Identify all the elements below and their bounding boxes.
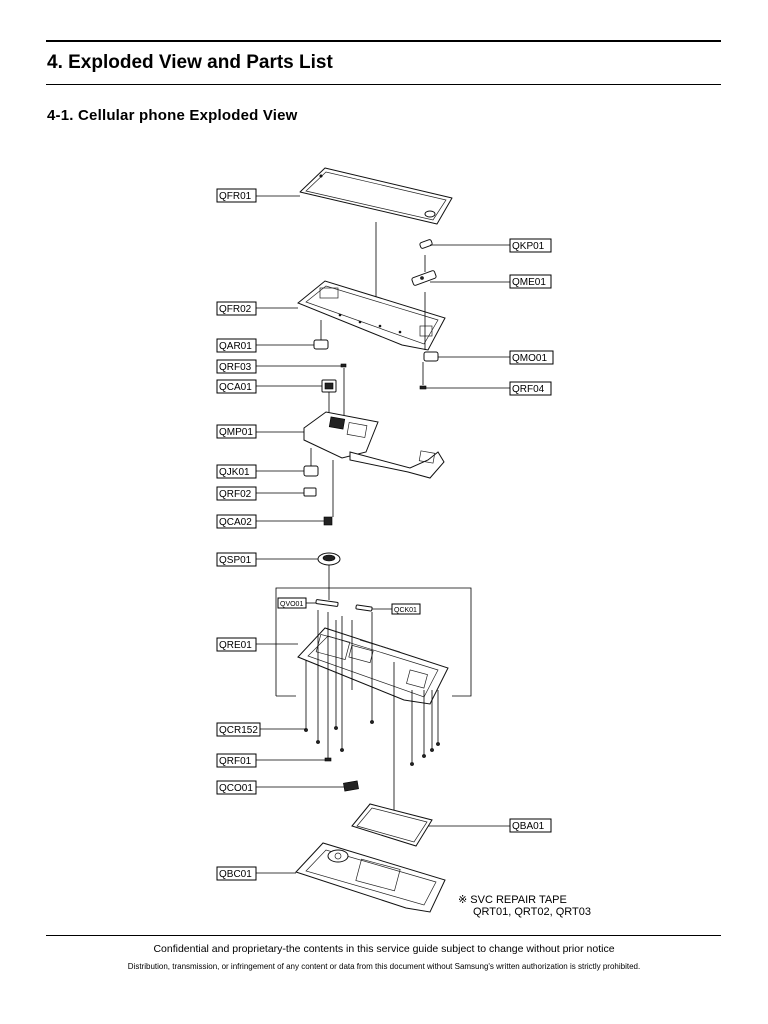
connector-part <box>343 780 359 792</box>
svg-text:QBA01: QBA01 <box>512 821 545 832</box>
rf-clip-3 <box>340 363 347 368</box>
footer-distribution: Distribution, transmission, or infringem… <box>127 962 641 971</box>
top-rule <box>46 40 721 42</box>
rf-clip-2 <box>303 487 317 497</box>
label-qba01: QBA01 <box>509 818 552 833</box>
label-qjk01: QJK01 <box>216 464 257 479</box>
front-glass-part <box>299 167 453 225</box>
svg-text:QME01: QME01 <box>512 277 546 288</box>
svg-text:QFR02: QFR02 <box>219 304 252 315</box>
svg-text:QBC01: QBC01 <box>219 869 252 880</box>
repair-tape-codes: QRT01, QRT02, QRT03 <box>473 906 591 918</box>
svg-text:QJK01: QJK01 <box>219 467 250 478</box>
label-qca01: QCA01 <box>216 379 257 394</box>
svg-text:QFR01: QFR01 <box>219 191 252 202</box>
svg-text:QCA01: QCA01 <box>219 382 252 393</box>
svg-text:QRE01: QRE01 <box>219 640 252 651</box>
speaker-part <box>317 552 341 566</box>
label-qco01: QCO01 <box>216 780 257 795</box>
svg-text:QCR152: QCR152 <box>219 725 258 736</box>
label-qfr02: QFR02 <box>216 301 257 316</box>
front-frame-part <box>297 280 446 351</box>
repair-tape-note: ※ SVC REPAIR TAPE <box>458 894 567 906</box>
svg-text:QSP01: QSP01 <box>219 555 252 566</box>
section-title: 4. Exploded View and Parts List <box>47 52 333 73</box>
label-qme01: QME01 <box>509 274 552 289</box>
svg-text:QCO01: QCO01 <box>219 783 253 794</box>
screw-leaders <box>304 610 440 766</box>
volume-key-part <box>315 599 339 607</box>
label-qmo01: QMO01 <box>509 350 554 365</box>
battery-part <box>351 803 433 847</box>
label-qrf04: QRF04 <box>509 381 552 396</box>
label-qca02: QCA02 <box>216 514 257 529</box>
key-membrane-part <box>411 270 437 286</box>
side-key-part <box>355 604 373 612</box>
main-pcb-part <box>303 411 445 479</box>
label-qfr01: QFR01 <box>216 188 257 203</box>
rf-clip-1 <box>324 757 332 762</box>
svg-text:QCK01: QCK01 <box>394 607 417 614</box>
label-qsp01: QSP01 <box>216 552 257 567</box>
label-qar01: QAR01 <box>216 338 257 353</box>
label-qrf03: QRF03 <box>216 359 257 374</box>
svg-text:QMO01: QMO01 <box>512 353 547 364</box>
svg-text:QAR01: QAR01 <box>219 341 252 352</box>
svg-text:QMP01: QMP01 <box>219 427 253 438</box>
svg-text:QRF03: QRF03 <box>219 362 252 373</box>
label-qrf02: QRF02 <box>216 486 257 501</box>
footer-confidential: Confidential and proprietary-the content… <box>153 943 615 955</box>
svg-text:QKP01: QKP01 <box>512 241 545 252</box>
svg-text:QRF02: QRF02 <box>219 489 252 500</box>
svg-text:QVO01: QVO01 <box>280 601 303 608</box>
label-qkp01: QKP01 <box>509 238 552 253</box>
battery-cover-part <box>295 842 446 913</box>
footer-rule <box>46 935 721 936</box>
svg-text:QRF01: QRF01 <box>219 756 252 767</box>
label-qrf01: QRF01 <box>216 753 257 768</box>
rear-camera-part <box>323 516 333 526</box>
label-qmp01: QMP01 <box>216 424 257 439</box>
rear-case-part <box>297 627 449 705</box>
receiver-part <box>313 339 329 350</box>
earjack-part <box>303 465 319 477</box>
label-qre01: QRE01 <box>216 637 257 652</box>
subsection-title: 4-1. Cellular phone Exploded View <box>47 107 298 124</box>
label-qbc01: QBC01 <box>216 866 257 881</box>
label-qvo01: QVO01 <box>277 597 307 609</box>
svg-text:QCA02: QCA02 <box>219 517 252 528</box>
label-qck01: QCK01 <box>391 603 421 615</box>
rf-clip-4 <box>419 385 427 390</box>
label-qcr152: QCR152 <box>216 722 261 737</box>
title-rule <box>46 84 721 85</box>
key-button-part <box>419 239 433 249</box>
motor-part <box>423 351 439 362</box>
svg-text:QRF04: QRF04 <box>512 384 545 395</box>
front-camera-part <box>321 379 337 393</box>
